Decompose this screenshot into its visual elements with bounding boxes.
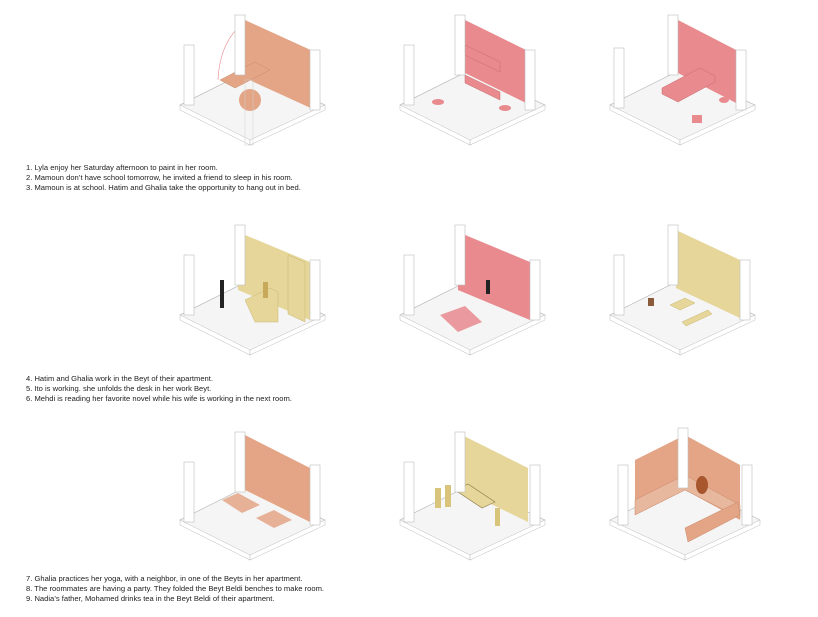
isometric-room-illustration: [179, 224, 326, 356]
caption-group-row-1: 1. Lyla enjoy her Saturday afternoon to …: [26, 163, 301, 194]
caption-9: 9. Nadia’s father, Mohamed drinks tea in…: [26, 594, 275, 604]
scene-3-double-bed: [590, 0, 790, 160]
caption-2: 2. Mamoun don’t have school tomorrow, he…: [26, 173, 293, 183]
caption-5: 5. Ito is working. she unfolds the desk …: [26, 384, 212, 394]
caption-3: 3. Mamoun is at school. Hatim and Ghalia…: [26, 183, 301, 193]
scene-8-party: [390, 420, 590, 580]
isometric-room-illustration: [609, 14, 756, 146]
caption-8: 8. The roommates are having a party. The…: [26, 584, 325, 594]
isometric-room-illustration: [179, 14, 326, 146]
scene-2-bunk-beds: [390, 0, 590, 160]
isometric-room-illustration: [609, 427, 761, 561]
scene-4-work-desk: [170, 210, 370, 370]
scene-1-lyla-painting: [170, 0, 370, 160]
caption-group-row-2: 4. Hatim and Ghalia work in the Beyt of …: [26, 374, 292, 405]
scene-7-yoga: [170, 420, 370, 580]
scene-6-reading-lounge: [590, 210, 790, 370]
caption-group-row-3: 7. Ghalia practices her yoga, with a nei…: [26, 574, 324, 605]
isometric-room-illustration: [399, 14, 546, 146]
caption-1: 1. Lyla enjoy her Saturday afternoon to …: [26, 163, 218, 172]
caption-4: 4. Hatim and Ghalia work in the Beyt of …: [26, 374, 213, 383]
isometric-room-illustration: [399, 431, 546, 561]
caption-7: 7. Ghalia practices her yoga, with a nei…: [26, 574, 303, 583]
scene-9-beyt-beldi-tea: [590, 420, 790, 580]
isometric-room-illustration: [609, 224, 756, 356]
scene-5-unfolded-desk: [390, 210, 590, 370]
isometric-room-illustration: [399, 224, 546, 356]
caption-6: 6. Mehdi is reading her favorite novel w…: [26, 394, 292, 404]
isometric-room-illustration: [179, 431, 326, 561]
